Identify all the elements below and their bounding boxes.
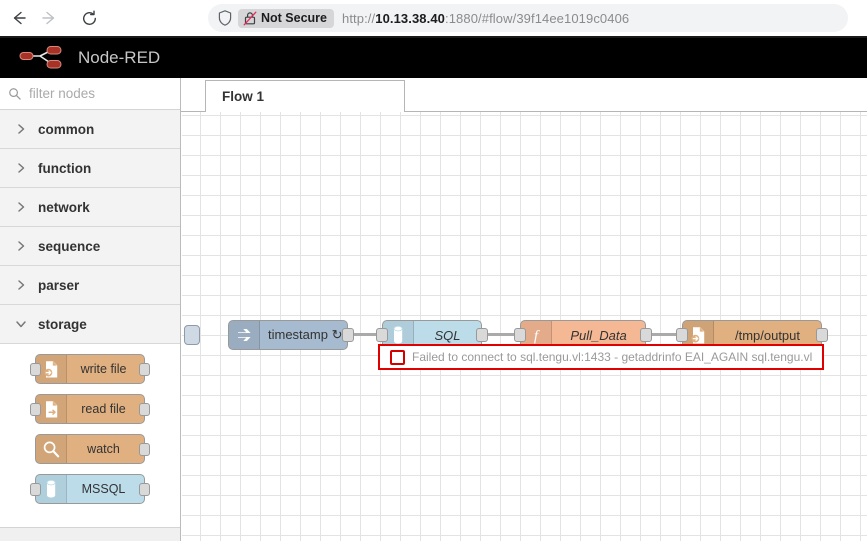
category-list: common function network se <box>0 110 180 504</box>
input-port[interactable] <box>30 403 41 416</box>
database-icon <box>36 475 67 503</box>
chevron-right-icon <box>18 241 25 251</box>
flow-canvas[interactable]: timestamp ↻ SQL f Pull_Data <box>182 112 867 541</box>
chevron-right-icon <box>18 124 25 134</box>
input-port[interactable] <box>676 328 688 342</box>
filter-row <box>0 78 180 110</box>
arrow-right-icon <box>42 11 55 25</box>
category-label: function <box>38 160 92 176</box>
forward-button[interactable] <box>34 3 64 33</box>
flow-tabbar: Flow 1 <box>181 78 867 112</box>
palette-category-storage[interactable]: storage <box>0 305 180 344</box>
svg-text:f: f <box>534 329 540 345</box>
flow-node-label: Pull_Data <box>570 327 627 343</box>
output-port[interactable] <box>476 328 488 342</box>
navigation-buttons <box>0 3 104 33</box>
flow-node-label: timestamp ↻ <box>260 327 351 343</box>
node-label-text: timestamp <box>268 327 328 342</box>
inject-arrow-icon <box>229 321 260 349</box>
input-port[interactable] <box>30 363 41 376</box>
tab-flow-1[interactable]: Flow 1 <box>205 80 405 112</box>
output-port[interactable] <box>139 363 150 376</box>
output-port[interactable] <box>816 328 828 342</box>
address-bar[interactable]: Not Secure http://10.13.38.40:1880/#flow… <box>208 4 848 32</box>
output-port[interactable] <box>139 443 150 456</box>
flow-node-timestamp[interactable]: timestamp ↻ <box>228 320 354 350</box>
category-label: network <box>38 199 90 215</box>
flow-node-label: /tmp/output <box>734 327 801 343</box>
app-header: Node-RED <box>0 38 867 78</box>
url-text: http://10.13.38.40:1880/#flow/39f14ee101… <box>342 11 629 26</box>
chevron-right-icon <box>18 163 25 173</box>
wire-function-to-writefile <box>646 333 682 336</box>
palette-node-label: read file <box>81 402 126 416</box>
url-host: 10.13.38.40 <box>375 10 446 26</box>
category-label: parser <box>38 277 80 293</box>
search-icon <box>9 88 21 100</box>
tab-label: Flow 1 <box>222 89 265 104</box>
category-label: common <box>38 121 95 137</box>
palette-node-mssql[interactable]: MSSQL <box>30 474 150 504</box>
wire-sql-to-function <box>482 333 520 336</box>
chevron-right-icon <box>18 202 25 212</box>
input-port[interactable] <box>514 328 526 342</box>
filter-nodes-input[interactable] <box>27 85 171 102</box>
palette-node-read-file[interactable]: read file <box>30 394 150 424</box>
not-secure-label: Not Secure <box>261 11 327 25</box>
category-label: sequence <box>38 238 101 254</box>
chevron-down-icon <box>16 321 26 328</box>
palette-footer <box>0 527 180 541</box>
url-path: :1880/#flow/39f14ee1019c0406 <box>445 10 630 26</box>
browser-toolbar: Not Secure http://10.13.38.40:1880/#flow… <box>0 0 867 36</box>
file-write-icon <box>36 355 67 383</box>
output-port[interactable] <box>139 403 150 416</box>
not-secure-badge[interactable]: Not Secure <box>238 8 334 28</box>
palette-node-label: watch <box>87 442 120 456</box>
node-error-status-box[interactable]: Failed to connect to sql.tengu.vl:1433 -… <box>378 344 824 370</box>
arrow-left-icon <box>13 11 26 25</box>
file-read-icon <box>36 395 67 423</box>
error-status-square <box>390 349 405 365</box>
reload-icon <box>82 10 96 25</box>
flow-node-label: SQL <box>434 327 461 343</box>
output-port[interactable] <box>342 328 354 342</box>
node-palette: common function network se <box>0 78 181 541</box>
storage-node-list: write file read file <box>0 344 180 504</box>
palette-category-common[interactable]: common <box>0 110 180 149</box>
error-message: Failed to connect to sql.tengu.vl:1433 -… <box>412 350 813 364</box>
wire-inject-to-sql <box>348 333 382 336</box>
input-port[interactable] <box>30 483 41 496</box>
chevron-right-icon <box>18 280 25 290</box>
reload-button[interactable] <box>74 3 104 33</box>
not-secure-lock-icon <box>243 11 257 25</box>
back-button[interactable] <box>4 3 34 33</box>
browser-divider <box>0 36 867 38</box>
output-port[interactable] <box>640 328 652 342</box>
palette-category-network[interactable]: network <box>0 188 180 227</box>
offscreen-node-port[interactable] <box>184 325 200 345</box>
category-label: storage <box>38 316 87 332</box>
palette-category-sequence[interactable]: sequence <box>0 227 180 266</box>
url-scheme: http:// <box>342 10 376 26</box>
palette-node-label: MSSQL <box>81 482 126 496</box>
input-port[interactable] <box>376 328 388 342</box>
palette-node-label: write file <box>80 362 127 376</box>
palette-node-write-file[interactable]: write file <box>30 354 150 384</box>
palette-category-function[interactable]: function <box>0 149 180 188</box>
palette-node-watch[interactable]: watch <box>35 434 150 464</box>
output-port[interactable] <box>139 483 150 496</box>
palette-category-parser[interactable]: parser <box>0 266 180 305</box>
magnifier-icon <box>36 435 67 463</box>
node-red-logo <box>19 46 62 69</box>
repeat-icon: ↻ <box>331 327 343 342</box>
shield-icon <box>218 10 232 26</box>
app-title: Node-RED <box>78 48 161 67</box>
